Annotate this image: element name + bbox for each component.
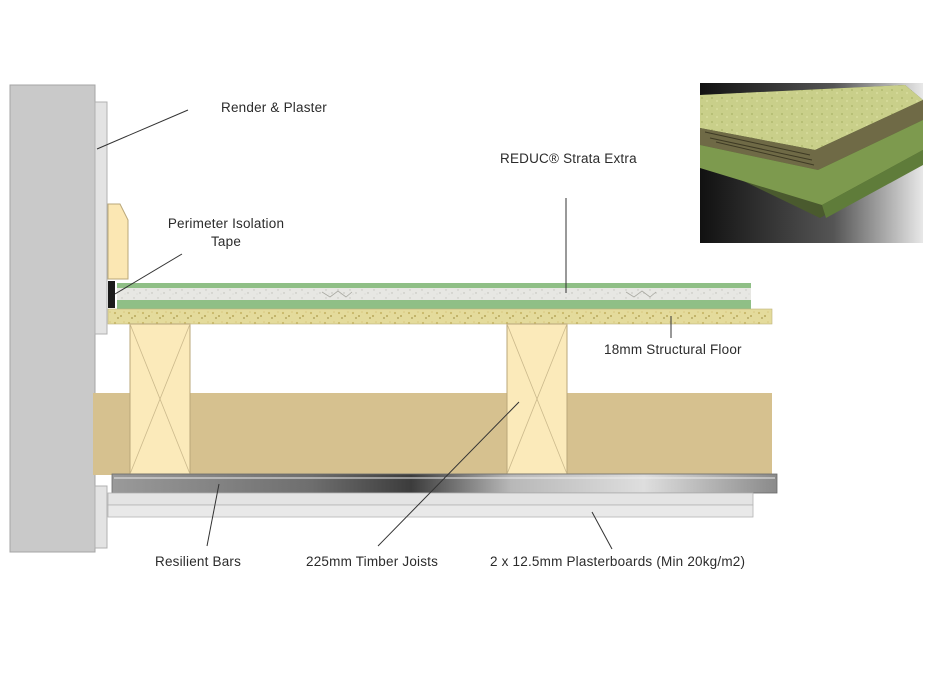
label-plasterboards: 2 x 12.5mm Plasterboards (Min 20kg/m2) xyxy=(490,554,745,569)
resilient-bar xyxy=(111,473,778,494)
plasterboard-lower xyxy=(107,504,754,518)
timber-joist xyxy=(129,323,191,475)
label-timber-joists: 225mm Timber Joists xyxy=(306,554,438,569)
render-plaster-layer xyxy=(94,101,108,335)
label-resilient-bars: Resilient Bars xyxy=(155,554,241,569)
structural-floor-deck xyxy=(107,308,773,325)
label-structural-floor: 18mm Structural Floor xyxy=(604,342,742,357)
leader-plasterboards xyxy=(591,511,613,550)
leader-perimeter-tape xyxy=(114,253,183,295)
label-render-plaster: Render & Plaster xyxy=(221,100,327,115)
reduc-fibre-mark xyxy=(625,290,657,298)
label-perimeter-tape-line1: Perimeter Isolation xyxy=(168,216,284,231)
render-plaster-layer-lower xyxy=(94,485,108,549)
label-perimeter-tape-line2: Tape xyxy=(211,234,241,249)
plasterboard-upper xyxy=(107,492,754,506)
cavity-insulation xyxy=(93,393,772,475)
masonry-wall xyxy=(9,84,96,553)
leader-timber-joists xyxy=(377,401,520,547)
reduc-fibre-mark xyxy=(321,290,353,298)
reduc-bottom-green-layer xyxy=(117,300,751,309)
reduc-core-layer xyxy=(117,288,751,300)
reduc-top-green-layer xyxy=(117,283,751,288)
leader-resilient-bars xyxy=(206,483,220,547)
reduc-product-photo xyxy=(700,83,923,243)
perimeter-isolation-tape xyxy=(108,281,115,308)
timber-joist xyxy=(506,323,568,475)
skirting-board xyxy=(107,203,129,280)
label-reduc-product: REDUC® Strata Extra xyxy=(500,151,637,166)
leader-render-plaster xyxy=(96,109,189,150)
